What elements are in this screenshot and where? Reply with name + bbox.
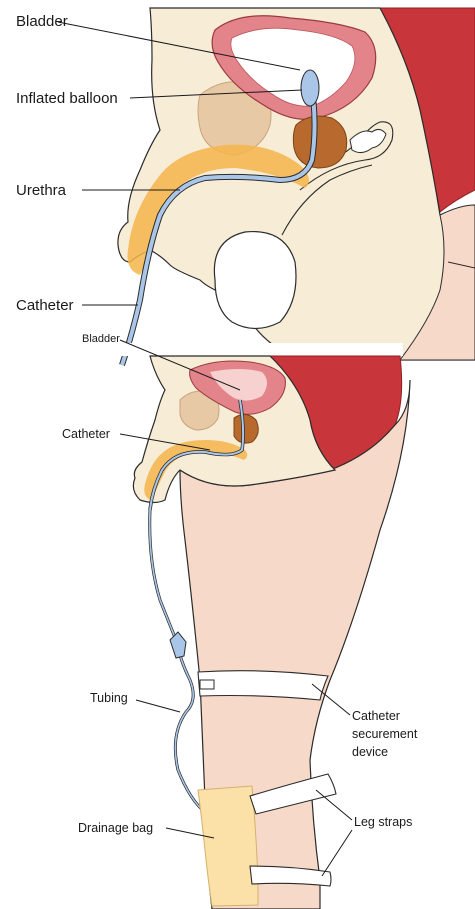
panel-divider <box>115 343 403 356</box>
bottom-panel: Bladder Catheter Tubing Catheter securem… <box>62 333 418 909</box>
label-drainage-bag: Drainage bag <box>78 821 153 835</box>
label-catheter-top: Catheter <box>16 297 74 314</box>
label-securement-3: device <box>352 745 388 759</box>
label-bladder-top: Bladder <box>16 13 68 30</box>
top-panel: Bladder Inflated balloon Urethra Cathete… <box>16 8 475 365</box>
label-securement-1: Catheter <box>352 709 400 723</box>
prostate-lower <box>234 414 258 443</box>
leader-tubing <box>136 700 180 712</box>
label-leg-straps: Leg straps <box>354 815 412 829</box>
label-urethra: Urethra <box>16 182 67 199</box>
label-tubing: Tubing <box>90 691 128 705</box>
securement-clip <box>200 680 214 689</box>
drainage-bag <box>198 786 258 906</box>
catheter-connector <box>170 632 186 658</box>
prostate <box>293 116 346 168</box>
label-catheter-lower: Catheter <box>62 427 110 441</box>
leader-leg-strap-lower <box>322 830 352 876</box>
label-bladder-lower: Bladder <box>82 333 120 345</box>
securement-device <box>198 671 328 700</box>
label-inflated-balloon: Inflated balloon <box>16 90 118 107</box>
inflated-balloon <box>301 70 319 106</box>
label-securement-2: securement <box>352 727 418 741</box>
testicle <box>214 232 296 329</box>
